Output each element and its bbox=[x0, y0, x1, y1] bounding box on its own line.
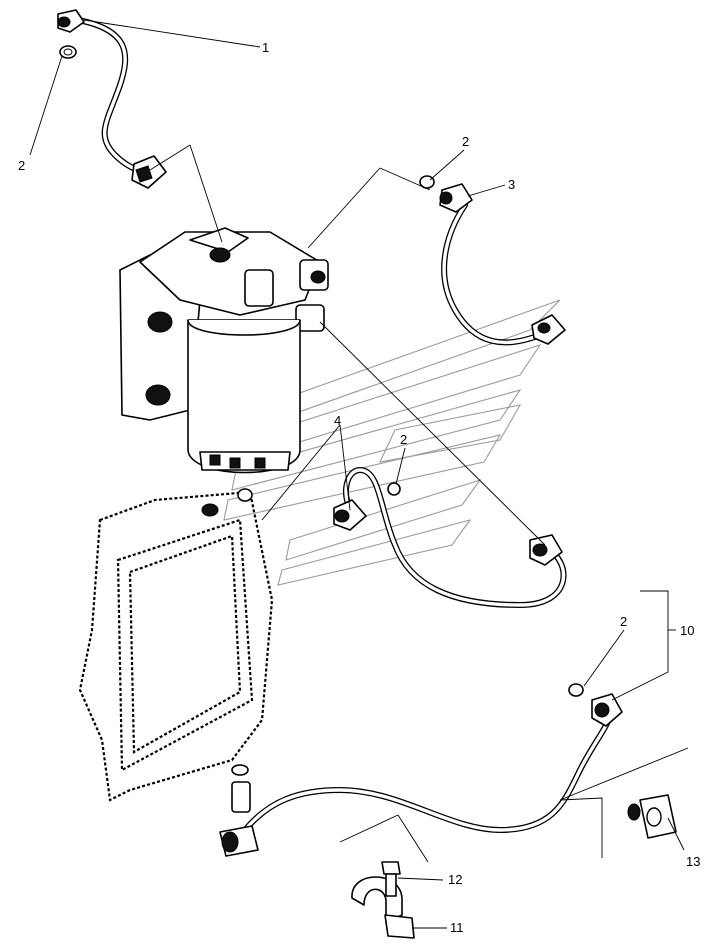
callout-4: 4 bbox=[334, 413, 341, 428]
callout-3: 3 bbox=[508, 177, 515, 192]
callout-12: 12 bbox=[448, 872, 462, 887]
callout-labels: 1 2 2 3 4 2 2 10 12 11 13 bbox=[18, 40, 700, 935]
pipe-4 bbox=[333, 467, 567, 608]
callout-2-top-right: 2 bbox=[462, 134, 469, 149]
seal-ring-bottom bbox=[568, 683, 584, 697]
clamp-11 bbox=[351, 876, 415, 939]
callout-1: 1 bbox=[262, 40, 269, 55]
callout-2-top-left: 2 bbox=[18, 158, 25, 173]
callout-11: 11 bbox=[450, 920, 464, 935]
connector-fitting bbox=[219, 764, 259, 857]
callout-13: 13 bbox=[686, 854, 700, 869]
leader-lines bbox=[29, 19, 689, 929]
bolt-12 bbox=[381, 861, 401, 897]
callout-10: 10 bbox=[680, 623, 694, 638]
fuel-filter-assembly bbox=[119, 227, 329, 474]
seal-ring-middle bbox=[387, 482, 401, 496]
bracket-13 bbox=[627, 794, 677, 839]
pipe-3 bbox=[439, 183, 566, 346]
pipe-10 bbox=[242, 693, 623, 833]
pipe-1 bbox=[57, 9, 167, 189]
mounting-plate bbox=[78, 488, 274, 802]
callout-2-middle: 2 bbox=[400, 432, 407, 447]
callout-2-bottom: 2 bbox=[620, 614, 627, 629]
